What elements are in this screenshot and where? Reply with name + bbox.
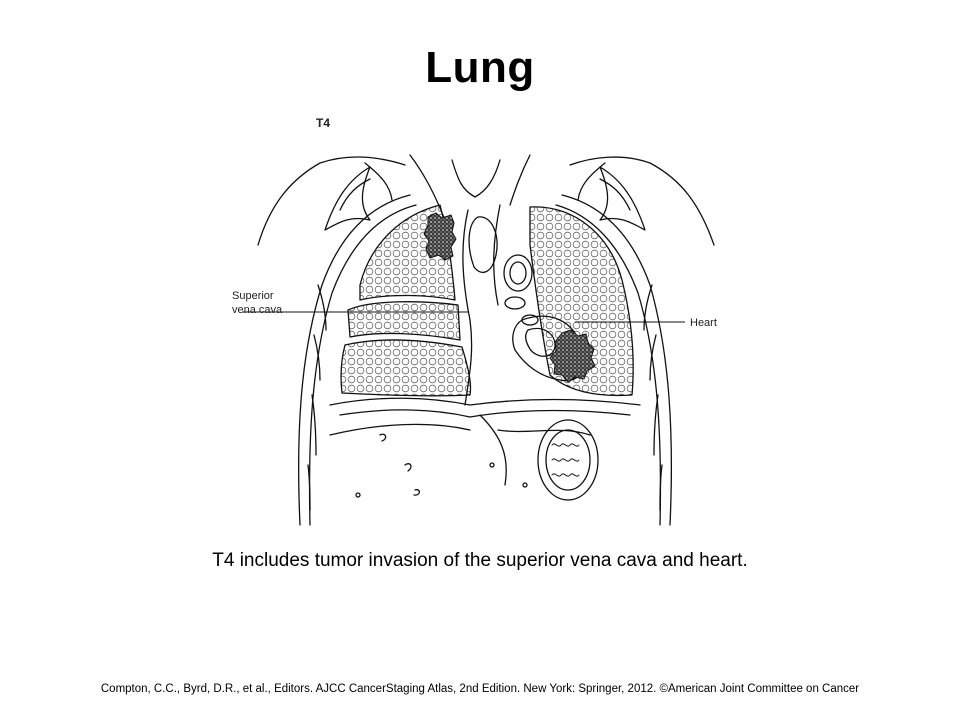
label-svc-line1: Superior <box>232 290 274 302</box>
chest-wall-left <box>257 156 406 246</box>
right-lung-middle <box>347 301 461 341</box>
tumor-upper <box>423 212 457 261</box>
source-credit: Compton, C.C., Byrd, D.R., et al., Edito… <box>100 683 860 695</box>
diaphragm <box>329 397 641 406</box>
anatomy-illustration: T4 <box>232 116 717 526</box>
right-lung-lower <box>340 339 472 397</box>
figure-caption: T4 includes tumor invasion of the superi… <box>212 550 748 571</box>
heart-outline <box>512 315 585 382</box>
tumor-heart <box>549 329 596 383</box>
slide-title: Lung <box>425 43 535 92</box>
aortic-arch <box>468 216 498 273</box>
label-svc-line2: vena cava <box>232 304 283 316</box>
stomach <box>537 419 599 501</box>
label-heart: Heart <box>690 317 717 329</box>
stage-label: T4 <box>316 116 330 130</box>
pulmonary-artery <box>503 254 533 292</box>
chest-wall-right <box>569 156 715 246</box>
t4-lung-diagram: T4 <box>230 105 740 530</box>
